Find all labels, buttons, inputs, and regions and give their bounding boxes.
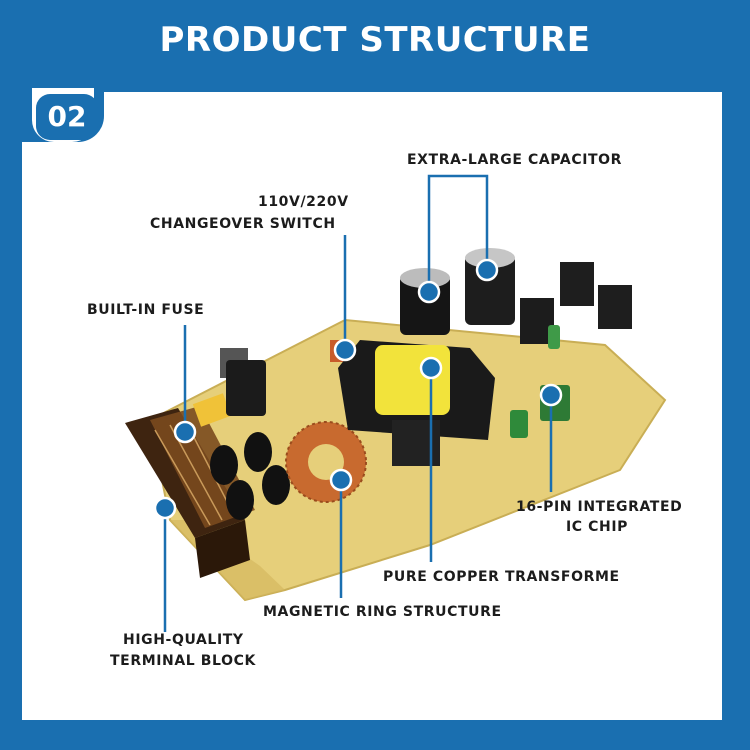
label-magnetic-ring: MAGNETIC RING STRUCTURE <box>263 604 502 620</box>
electrolytic-capacitors <box>210 432 290 520</box>
large-capacitors <box>400 248 515 335</box>
label-copper-transformer: PURE COPPER TRANSFORME <box>383 569 620 585</box>
label-switch-voltage: 110V/220V <box>258 194 349 210</box>
label-extra-large-capacitor: EXTRA-LARGE CAPACITOR <box>407 152 623 168</box>
label-built-in-fuse: BUILT-IN FUSE <box>87 302 205 318</box>
fuse <box>192 393 232 427</box>
label-ic-chip-line2: IC CHIP <box>566 519 629 535</box>
label-changeover-switch: CHANGEOVER SWITCH <box>150 216 336 232</box>
label-terminal-line1: HIGH-QUALITY <box>123 632 244 648</box>
label-ic-chip-line1: 16-PIN INTEGRATED <box>516 499 683 515</box>
label-terminal-line2: TERMINAL BLOCK <box>110 653 256 669</box>
callout-dots <box>153 258 563 520</box>
magnetic-ring <box>285 421 367 503</box>
page-title: PRODUCT STRUCTURE <box>159 20 591 60</box>
callout-lines <box>163 174 553 632</box>
heatsinks <box>520 262 632 344</box>
section-number-badge: 02 <box>36 94 98 140</box>
